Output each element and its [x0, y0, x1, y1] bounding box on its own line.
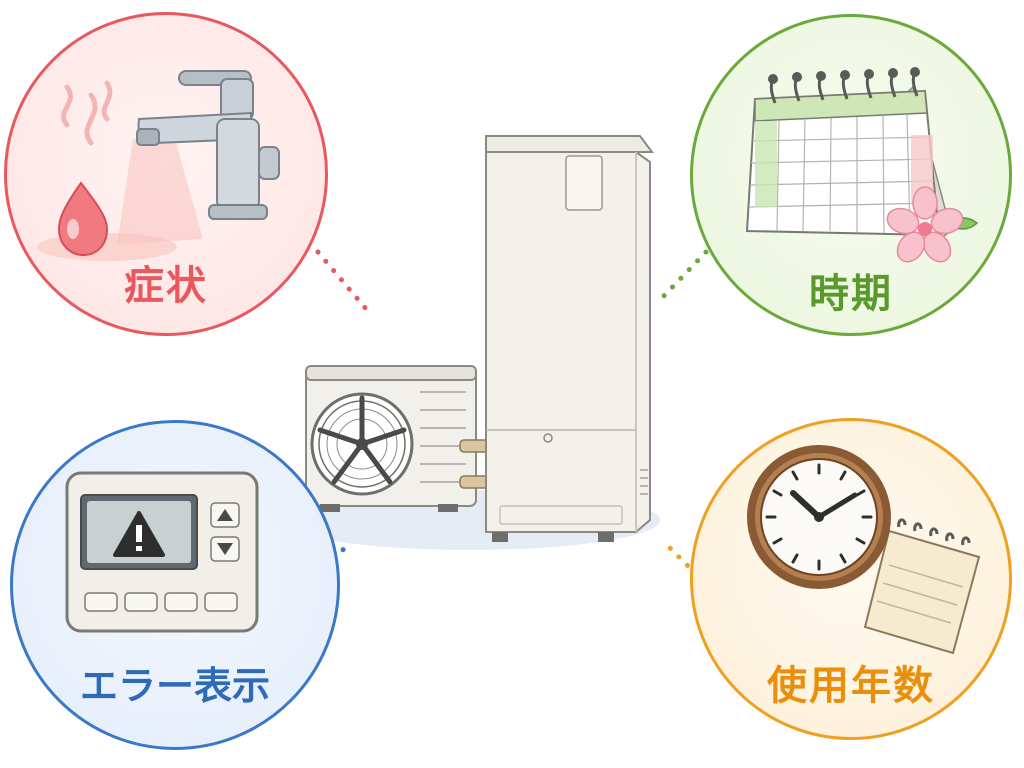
water-drop-icon [57, 181, 109, 257]
connector-timing [657, 249, 709, 303]
arrow-up-icon [210, 502, 240, 528]
timing-bubble: 時期 [690, 14, 1012, 336]
heat-pump-outdoor-unit-icon [305, 365, 491, 512]
arrow-down-icon [210, 536, 240, 562]
calendar-icon [745, 67, 952, 249]
years-bubble: 使用年数 [690, 418, 1012, 740]
warning-icon [113, 511, 165, 557]
error-bubble: エラー表示 [10, 420, 340, 750]
faucet-icon [136, 70, 280, 220]
steam-icon [61, 80, 113, 146]
symptom-bubble: 症状 [4, 12, 328, 336]
hot-water-tank-icon [485, 135, 654, 542]
notepad-icon [863, 518, 981, 655]
error-label: エラー表示 [79, 664, 270, 708]
connector-symptom [315, 249, 375, 319]
years-label: 使用年数 [767, 663, 935, 709]
symptom-label: 症状 [124, 263, 208, 309]
cherry-blossom-icon [886, 186, 979, 263]
wall-clock-icon [747, 445, 891, 589]
connector-years [659, 537, 699, 577]
timing-label: 時期 [809, 271, 893, 317]
remote-controller-icon [65, 471, 259, 633]
